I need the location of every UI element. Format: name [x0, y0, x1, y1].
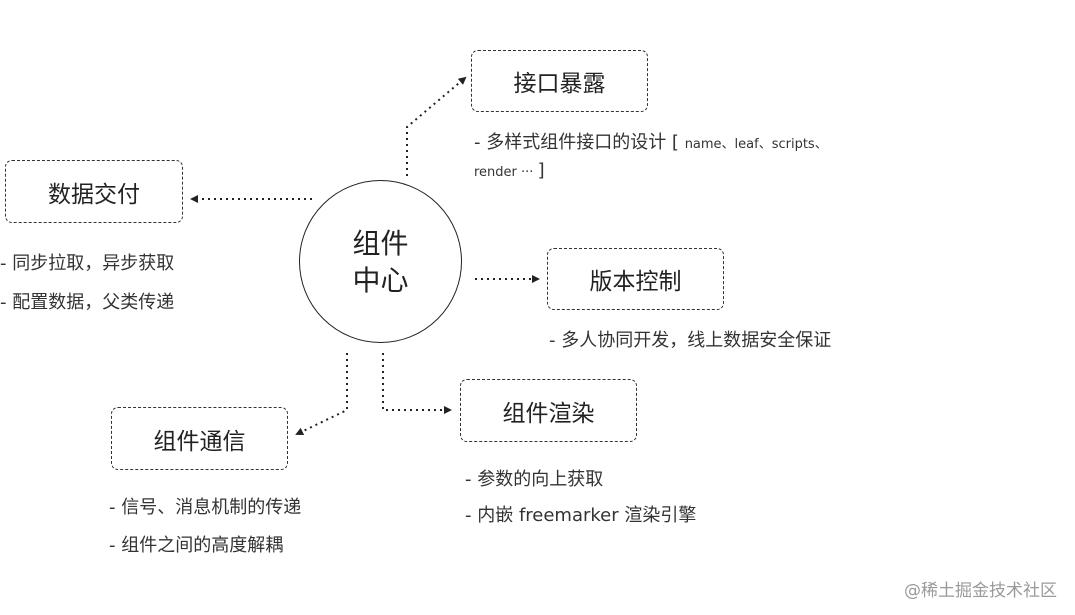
interface-exposure-desc-line1: - 多样式组件接口的设计 [ name、leaf、scripts、 — [474, 132, 828, 153]
watermark: @稀土掘金技术社区 — [904, 581, 1057, 601]
arrow-to-interface — [406, 76, 467, 176]
component-communication-desc-line1: - 信号、消息机制的传递 — [109, 497, 302, 518]
data-delivery-desc-line1: - 同步拉取，异步获取 — [0, 253, 175, 274]
center-label-line2: 中心 — [352, 263, 409, 297]
arrow-to-render — [382, 353, 452, 414]
component-communication-node: 组件通信 — [111, 407, 288, 470]
center-label-line1: 组件 — [352, 226, 409, 260]
component-render-node: 组件渲染 — [460, 379, 637, 442]
component-center-node: 组件 中心 — [299, 180, 462, 343]
version-control-node: 版本控制 — [547, 248, 724, 310]
component-communication-desc-line2: - 组件之间的高度解耦 — [109, 535, 284, 556]
interface-exposure-desc-line2: render ··· ] — [474, 160, 545, 181]
version-control-title: 版本控制 — [589, 269, 682, 295]
component-render-desc-line1: - 参数的向上获取 — [465, 469, 604, 490]
data-delivery-desc-line2: - 配置数据，父类传递 — [0, 292, 175, 313]
component-render-desc-line2: - 内嵌 freemarker 渲染引擎 — [465, 505, 697, 526]
version-control-desc-line1: - 多人协同开发，线上数据安全保证 — [549, 330, 832, 351]
data-delivery-title: 数据交付 — [48, 181, 140, 208]
component-communication-title: 组件通信 — [153, 428, 246, 455]
data-delivery-node: 数据交付 — [5, 160, 183, 223]
interface-exposure-node: 接口暴露 — [471, 50, 648, 112]
interface-exposure-title: 接口暴露 — [513, 71, 606, 97]
arrow-to-communication — [295, 353, 348, 436]
component-render-title: 组件渲染 — [502, 400, 595, 427]
